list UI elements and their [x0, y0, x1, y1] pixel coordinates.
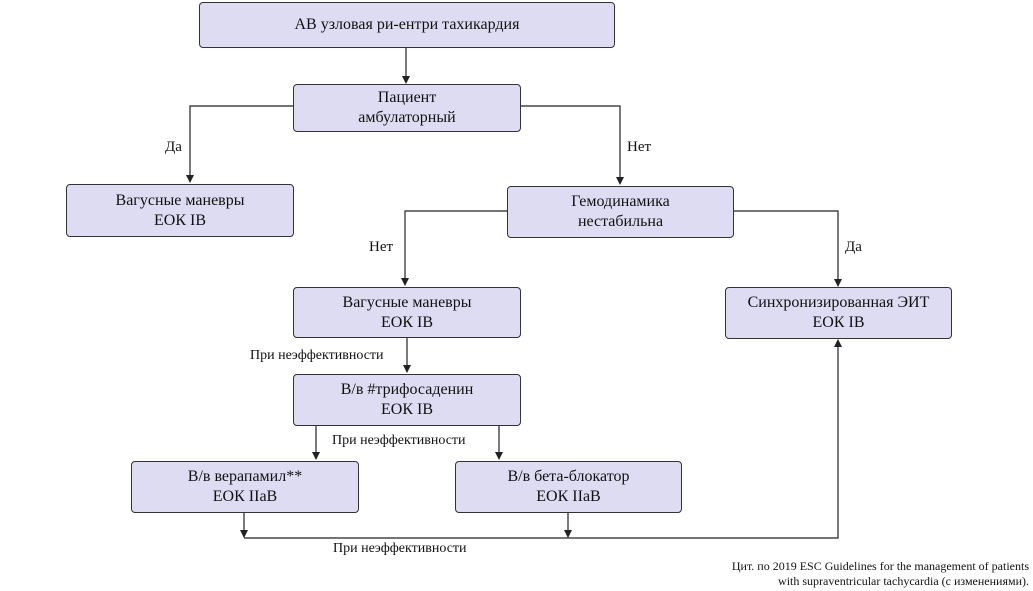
arrow-hemo-yes — [733, 210, 842, 287]
node-verapamil: В/в верапамил** ЕОК IIaB — [131, 461, 359, 513]
node-outpatient: Пациент амбулаторный — [293, 84, 521, 132]
node-avnrt: АВ узловая ри-ентри тахикардия — [199, 2, 615, 48]
edge-label-ineffective-second-line: При неэффективности — [333, 541, 467, 556]
node-vagal-outpatient: Вагусные маневры ЕОК IB — [66, 184, 294, 237]
arrow-ineff-to-eit — [244, 339, 842, 539]
edge-label-yes-hemodynamics: Да — [845, 239, 862, 255]
node-vagal-outpatient-line1: Вагусные маневры — [115, 191, 245, 209]
edge-label-no-hemodynamics: Нет — [369, 239, 394, 255]
arrow-hemo-no — [401, 210, 507, 286]
edge-label-ineffective-vagal: При неэффективности — [250, 348, 384, 363]
citation: Цит. по 2019 ESC Guidelines for the mana… — [732, 559, 1029, 589]
node-verapamil-line1: В/в верапамил** — [187, 468, 303, 485]
arrow-outpatient-yes — [186, 105, 293, 183]
arrow-outpatient-no — [520, 105, 624, 185]
node-vagal-stable-line1: Вагусные маневры — [342, 293, 472, 311]
node-adenosine-line2: ЕОК IB — [381, 401, 433, 418]
node-eit-line2: ЕОК IB — [812, 314, 865, 331]
node-betablocker-line1: В/в бета-блокатор — [507, 468, 630, 485]
node-vagal-outpatient-line2: ЕОК IB — [154, 211, 206, 229]
node-adenosine-line1: В/в #трифосаденин — [340, 381, 474, 398]
citation-line1: Цит. по 2019 ESC Guidelines for the mana… — [731, 559, 1029, 573]
node-outpatient-line1: Пациент — [377, 89, 437, 106]
node-eit-line1: Синхронизированная ЭИТ — [747, 294, 930, 311]
node-synchronized-eit: Синхронизированная ЭИТ ЕОК IB — [725, 287, 952, 339]
node-verapamil-line2: ЕОК IIaB — [212, 488, 278, 505]
node-betablocker-line2: ЕОК IIaB — [536, 488, 601, 505]
node-avnrt-text: АВ узловая ри-ентри тахикардия — [294, 16, 520, 33]
node-vagal-stable-line2: ЕОК IB — [381, 313, 433, 331]
node-adenosine: В/в #трифосаденин ЕОК IB — [293, 374, 521, 426]
edge-label-ineffective-adenosine: При неэффективности — [332, 433, 466, 448]
citation-line2: with supraventricular tachycardia (с изм… — [778, 574, 1029, 588]
edge-label-no-outpatient: Нет — [627, 139, 652, 155]
node-hemodynamics-line2: нестабильна — [577, 213, 664, 230]
node-vagal-stable: Вагусные маневры ЕОК IB — [293, 287, 521, 338]
node-hemodynamics: Гемодинамика нестабильна — [507, 186, 734, 238]
node-betablocker: В/в бета-блокатор ЕОК IIaB — [455, 461, 682, 513]
node-hemodynamics-line1: Гемодинамика — [571, 193, 670, 210]
node-outpatient-line2: амбулаторный — [358, 109, 456, 126]
edge-label-yes-outpatient: Да — [165, 139, 182, 155]
